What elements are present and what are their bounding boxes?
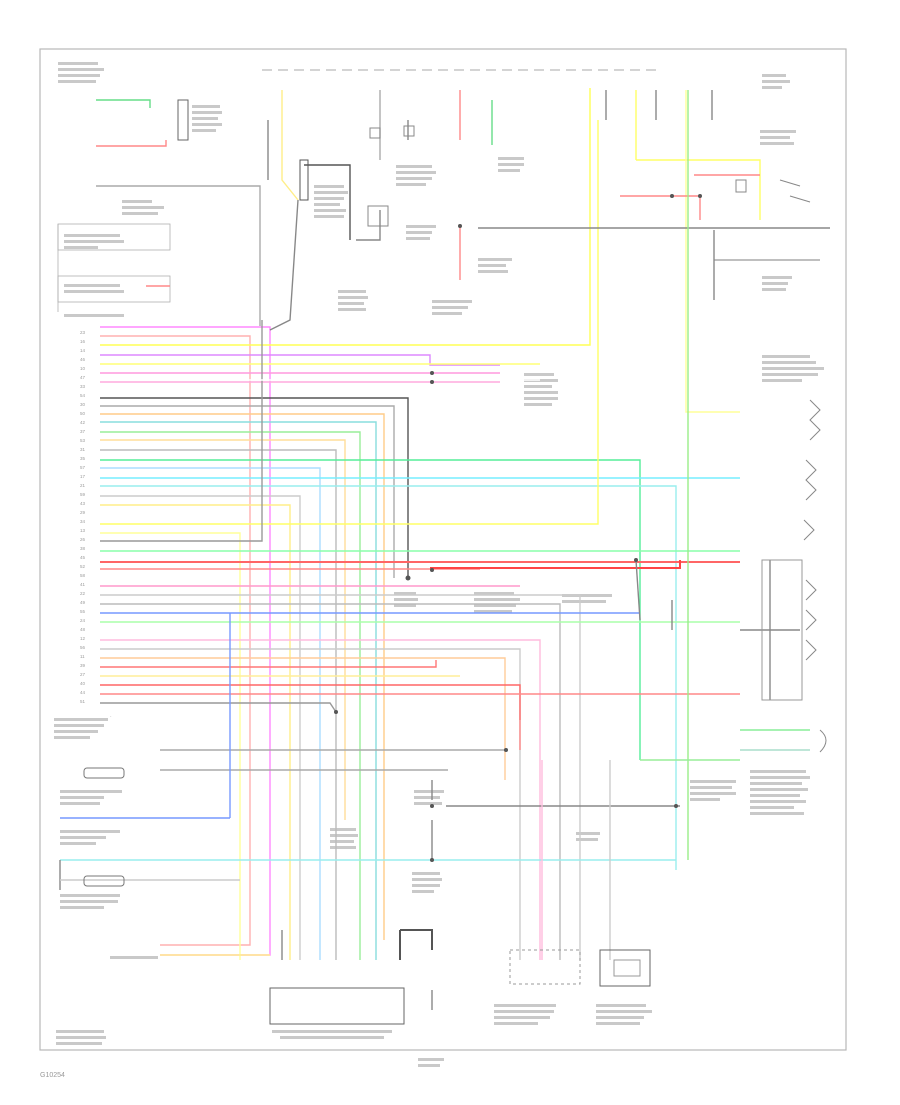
wire-orange [100, 413, 385, 940]
svg-text:53: 53 [80, 438, 86, 443]
wire-gray-2 [100, 449, 337, 960]
svg-text:29: 29 [80, 510, 86, 515]
clutch-switch-box [509, 949, 581, 985]
diagram-code: G10254 [40, 1072, 65, 1079]
svg-text:38: 38 [80, 546, 86, 551]
top-wires [62, 90, 715, 381]
wire-red-4 [100, 684, 521, 720]
wire-gray-4 [100, 320, 263, 542]
svg-text:41: 41 [80, 582, 86, 587]
svg-text:37: 37 [80, 429, 86, 434]
svg-text:10: 10 [80, 366, 86, 371]
svg-text:49: 49 [80, 600, 86, 605]
svg-text:26: 26 [80, 537, 86, 542]
wire-gray-6 [100, 603, 561, 960]
wire-lightorange-2 [100, 657, 506, 780]
svg-text:11: 11 [80, 654, 85, 659]
svg-text:56: 56 [80, 645, 86, 650]
svg-text:24: 24 [80, 618, 86, 623]
svg-text:40: 40 [80, 681, 86, 686]
wire-yellow-3 [100, 504, 291, 960]
svg-text:34: 34 [80, 519, 86, 524]
component-boxes [83, 99, 803, 1025]
wire-cyan-2 [100, 485, 677, 870]
wire-lightblue [100, 467, 321, 960]
wire-gray-8 [100, 702, 337, 713]
pcm-connector-box [269, 987, 405, 1025]
svg-text:39: 39 [80, 663, 86, 668]
wire-gray-dark [100, 397, 409, 578]
right-side-wires [430, 90, 830, 860]
solenoid-2 [83, 875, 125, 887]
svg-text:27: 27 [80, 672, 86, 677]
pcm-pin-labels: 23 16 14 46 10 47 33 54 30 50 42 37 53 31 35 57 17 21 59 43… [80, 330, 86, 704]
pcm-wires [100, 88, 740, 960]
svg-text:43: 43 [80, 501, 86, 506]
svg-text:45: 45 [80, 555, 86, 560]
wire-cyan [100, 459, 641, 760]
pcm-pin-label: 23 16 14 46 10 47 33 54 30 50 42 37 53 31 35 57 17 21 59 43… [80, 330, 86, 704]
wire-gray-5 [100, 594, 581, 960]
svg-text:16: 16 [80, 339, 86, 344]
svg-text:22: 22 [80, 591, 86, 596]
svg-text:57: 57 [80, 465, 86, 470]
svg-text:59: 59 [80, 492, 86, 497]
svg-text:46: 46 [80, 357, 86, 362]
svg-text:55: 55 [80, 609, 86, 614]
svg-text:13: 13 [80, 528, 86, 533]
wire-teal [100, 421, 377, 960]
svg-text:35: 35 [80, 456, 86, 461]
svg-text:30: 30 [80, 402, 86, 407]
svg-text:17: 17 [80, 474, 86, 479]
wire-yellow-5 [100, 532, 241, 960]
svg-text:51: 51 [80, 699, 86, 704]
svg-text:33: 33 [80, 384, 86, 389]
splice-points [334, 194, 702, 862]
svg-text:58: 58 [80, 573, 86, 578]
wire-pink-6 [100, 639, 541, 960]
wire-gray-3 [100, 495, 301, 960]
svg-text:52: 52 [80, 564, 86, 569]
component-label-blocks [54, 62, 824, 1067]
svg-text:54: 54 [80, 393, 86, 398]
svg-text:42: 42 [80, 420, 86, 425]
svg-text:31: 31 [80, 447, 86, 452]
svg-text:12: 12 [80, 636, 86, 641]
svg-text:44: 44 [80, 690, 86, 695]
diagram-border [39, 48, 847, 1051]
pcm-label-row: · [110, 714, 112, 720]
wire-yellow [100, 88, 591, 346]
wire-green [100, 431, 361, 960]
wire-gray-7 [100, 648, 521, 960]
relay-box [599, 949, 651, 987]
wire-pink [100, 326, 271, 956]
svg-text:47: 47 [80, 375, 86, 380]
svg-text:21: 21 [80, 483, 86, 488]
gear-switch-contacts [779, 179, 827, 753]
svg-text:23: 23 [80, 330, 86, 335]
wire-yellow-4 [100, 120, 599, 525]
bottom-wires [59, 613, 680, 1010]
wire-gray [100, 405, 395, 578]
svg-text:48: 48 [80, 627, 86, 632]
wire-red-3 [100, 660, 437, 668]
svg-text:50: 50 [80, 411, 86, 416]
pcm-connector-boxes [57, 223, 171, 312]
solenoid-1 [83, 767, 125, 779]
wire-purple [100, 354, 500, 366]
svg-text:14: 14 [80, 348, 86, 353]
wire-lightorange [100, 439, 346, 820]
